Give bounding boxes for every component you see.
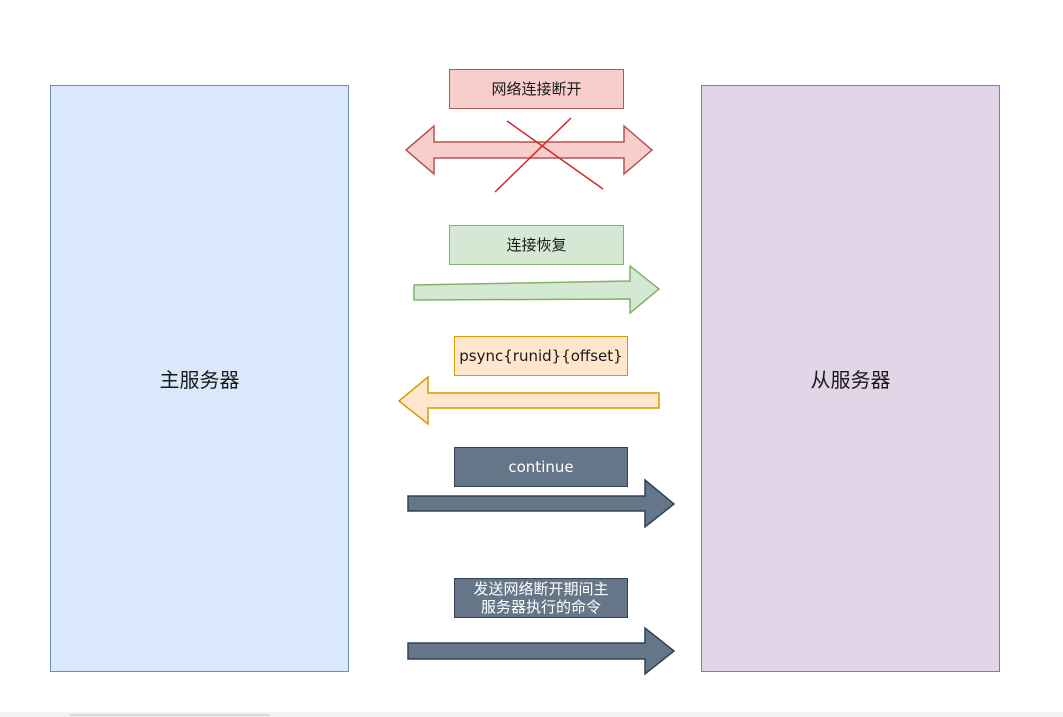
arrow-psync <box>397 375 660 426</box>
slave-server-label: 从服务器 <box>810 368 891 392</box>
horizontal-scrollbar-track[interactable] <box>0 712 1063 717</box>
reconnect-label: 连接恢复 <box>449 225 624 265</box>
disconnect-text: 网络连接断开 <box>491 80 582 98</box>
cross-line-1 <box>506 120 604 190</box>
disconnect-label: 网络连接断开 <box>449 69 624 109</box>
master-server-box: 主服务器 <box>50 85 349 672</box>
continue-text: continue <box>508 458 574 476</box>
commands-text-line1: 发送网络断开期间主 <box>473 580 609 598</box>
arrow-reconnect <box>413 264 661 315</box>
commands-text-line2: 服务器执行的命令 <box>480 598 601 616</box>
horizontal-scrollbar-thumb[interactable] <box>70 714 270 716</box>
psync-text: psync{runid}{offset} <box>459 347 623 365</box>
arrow-continue <box>407 478 676 529</box>
double-arrow-disconnected <box>404 124 654 176</box>
master-server-label: 主服务器 <box>159 368 240 392</box>
commands-label: 发送网络断开期间主 服务器执行的命令 <box>454 578 628 618</box>
continue-label: continue <box>454 447 628 487</box>
cross-line-2 <box>494 117 572 193</box>
reconnect-text: 连接恢复 <box>506 236 567 254</box>
slave-server-box: 从服务器 <box>701 85 1000 672</box>
psync-label: psync{runid}{offset} <box>454 336 628 376</box>
arrow-commands <box>407 626 676 676</box>
